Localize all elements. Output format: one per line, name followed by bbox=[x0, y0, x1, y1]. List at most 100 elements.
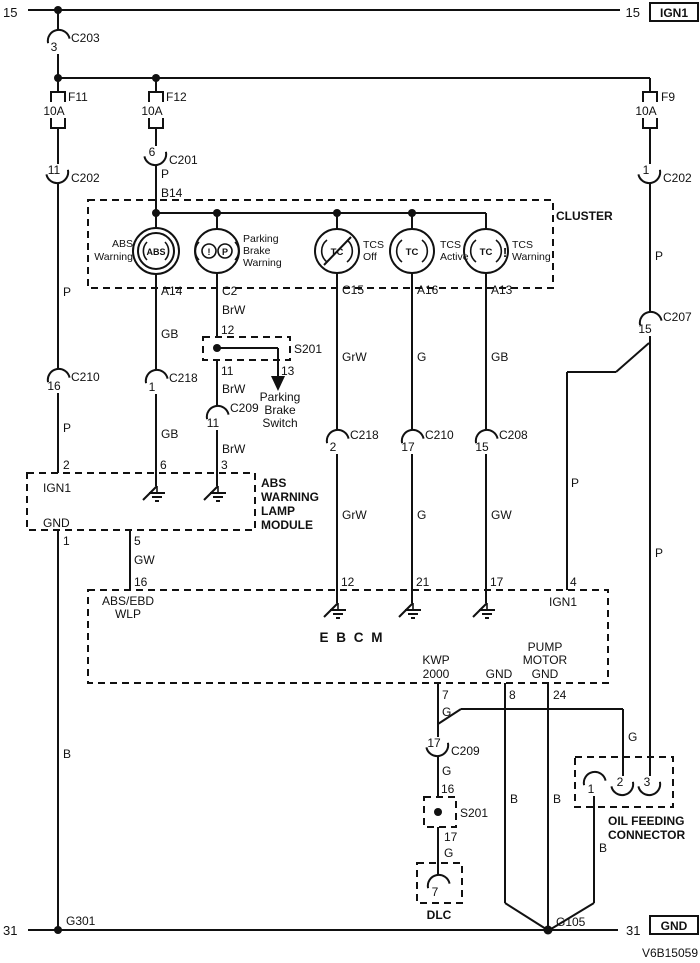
ebcm-pin-label: ABS/EBD bbox=[102, 594, 154, 608]
left-feed-column: 3 C203 F11 10A 11 C202 P 16 C210 bbox=[43, 10, 650, 473]
abs-warning-lamp-icon: ABS bbox=[132, 227, 180, 275]
power-rail: 15 15 IGN1 bbox=[3, 2, 699, 22]
module-pin-number: 3 bbox=[221, 458, 228, 472]
abs-lamp-text: ABS bbox=[146, 247, 165, 257]
module-name: WARNING bbox=[261, 490, 319, 504]
wire-color-label: P bbox=[655, 249, 663, 263]
tcs-warning-lamp-icon: TC ! bbox=[463, 228, 509, 274]
wire-color-label: P bbox=[571, 476, 579, 490]
oil-pin-3: 3 bbox=[637, 775, 662, 797]
connector-c202-right: 1 C202 bbox=[637, 163, 692, 185]
terminal-15-left: 15 bbox=[3, 5, 17, 20]
oil-feeding-name: CONNECTOR bbox=[608, 828, 685, 842]
ebcm-pin-number: 8 bbox=[509, 688, 516, 702]
connector-c207: 15 C207 bbox=[638, 310, 692, 336]
wire-color-label: BrW bbox=[222, 442, 246, 456]
connector-pin: 15 bbox=[638, 322, 652, 336]
splice-s201-kwp: S201 bbox=[423, 796, 488, 828]
ebcm-pin-label: 2000 bbox=[423, 667, 450, 681]
connector-pin: 1 bbox=[588, 782, 595, 796]
module-pin-label: IGN1 bbox=[43, 481, 71, 495]
connector-pin: 6 bbox=[149, 145, 156, 159]
terminal-31-right: 31 bbox=[626, 923, 640, 938]
connector-pin: 7 bbox=[432, 885, 439, 899]
wire-color-label: G bbox=[628, 730, 637, 744]
parking-brake-branch: BrW 12 S201 11 13 Parking Brake Switch B… bbox=[202, 303, 322, 473]
module-name: ABS bbox=[261, 476, 286, 490]
connector-label: C201 bbox=[169, 153, 198, 167]
connector-pin: 11 bbox=[48, 163, 61, 177]
wire-color-label: GrW bbox=[342, 508, 367, 522]
oil-pin-2: 2 bbox=[610, 775, 635, 797]
ebcm-pin-label: WLP bbox=[115, 607, 141, 621]
parking-brake-lamp-icon: ! P bbox=[194, 228, 240, 274]
lamp-name: Warning bbox=[243, 257, 282, 269]
wire-color-label: P bbox=[63, 285, 71, 299]
connector-pin: 11 bbox=[207, 416, 220, 430]
connector-c210-left: 16 C210 bbox=[46, 367, 100, 393]
right-feed-column: F9 10A 1 C202 P 15 C207 P P 4 bbox=[566, 78, 692, 776]
wire-circuit-label: B14 bbox=[161, 186, 183, 200]
cluster-pin: A16 bbox=[417, 283, 439, 297]
connector-c210-mid: 17 C210 bbox=[400, 428, 454, 454]
ebcm-box bbox=[87, 589, 609, 684]
lamp-name: Active bbox=[440, 251, 469, 263]
connector-label: C208 bbox=[499, 428, 528, 442]
splice-label: S201 bbox=[460, 806, 488, 820]
wire-color-label: GrW bbox=[342, 350, 367, 364]
connector-c209-kwp: 17 C209 bbox=[425, 736, 480, 758]
parking-brake-switch-label: Brake bbox=[264, 403, 296, 417]
ebcm-pin-number: 16 bbox=[134, 575, 148, 589]
connector-pin: 16 bbox=[47, 379, 61, 393]
oil-feeding-connector: 1 2 3 OIL FEEDING CONNECTOR B bbox=[550, 756, 685, 930]
oil-feeding-box bbox=[574, 756, 674, 808]
ground-switch-icon bbox=[203, 473, 226, 502]
diagram-code: V6B15059 bbox=[642, 946, 698, 960]
oil-pin-1: 1 bbox=[582, 770, 607, 796]
dlc-box bbox=[416, 862, 463, 904]
wire-color-label: G bbox=[417, 350, 426, 364]
fuse-label: F12 bbox=[166, 90, 187, 104]
wire-color-label: BrW bbox=[222, 382, 246, 396]
connector-pin: 2 bbox=[330, 440, 337, 454]
ign1-box-label: IGN1 bbox=[660, 6, 688, 20]
splice-pin: 17 bbox=[444, 830, 458, 844]
connector-pin: 1 bbox=[643, 163, 650, 177]
ebcm-module: ABS/EBD WLP IGN1 E B C M bbox=[87, 589, 609, 684]
ebcm-pin-label: GND bbox=[486, 667, 513, 681]
wire-color-label: GB bbox=[491, 350, 508, 364]
fuse-f11: F11 10A bbox=[43, 78, 88, 164]
parking-lamp-glyph: P bbox=[222, 247, 228, 257]
ebcm-pin-number: 7 bbox=[442, 688, 449, 702]
connector-c202-left: 11 C202 bbox=[45, 163, 100, 185]
ebcm-pin-number: 4 bbox=[570, 575, 577, 589]
connector-pin: 15 bbox=[475, 440, 489, 454]
ign1-box bbox=[649, 2, 699, 22]
tcs-off-lamp-icon: TC bbox=[314, 228, 360, 274]
wire-color-label: B bbox=[63, 747, 71, 761]
connector-label: C210 bbox=[425, 428, 454, 442]
gnd-box bbox=[649, 915, 699, 935]
wire-color-label: B bbox=[510, 792, 518, 806]
abs-warning-branch: GB 1 C218 GB 6 bbox=[144, 327, 198, 473]
ground-switch-icon bbox=[142, 473, 165, 502]
ground-switch-icon bbox=[472, 590, 495, 619]
ground-switch-icon bbox=[323, 590, 346, 619]
oil-feeding-name: OIL FEEDING bbox=[608, 814, 684, 828]
module-outputs: 1 B 5 GW 16 bbox=[57, 530, 155, 930]
connector-pin: 3 bbox=[644, 775, 651, 789]
parking-brake-switch-label: Parking bbox=[260, 390, 301, 404]
kwp2000-branch: 7 G G 17 C209 G 16 S201 17 G 7 DLC bbox=[416, 683, 637, 922]
terminal-31-left: 31 bbox=[3, 923, 17, 938]
ebcm-pin-label: KWP bbox=[422, 653, 449, 667]
wire-color-label: P bbox=[63, 421, 71, 435]
splice-pin: 12 bbox=[221, 323, 235, 337]
splice-s201-parking: S201 bbox=[202, 336, 322, 361]
parking-brake-switch-label: Switch bbox=[262, 416, 297, 430]
connector-label: C207 bbox=[663, 310, 692, 324]
wire-color-label: GW bbox=[491, 508, 512, 522]
cluster-pin: C2 bbox=[222, 284, 238, 298]
module-pin-number: 2 bbox=[63, 458, 70, 472]
